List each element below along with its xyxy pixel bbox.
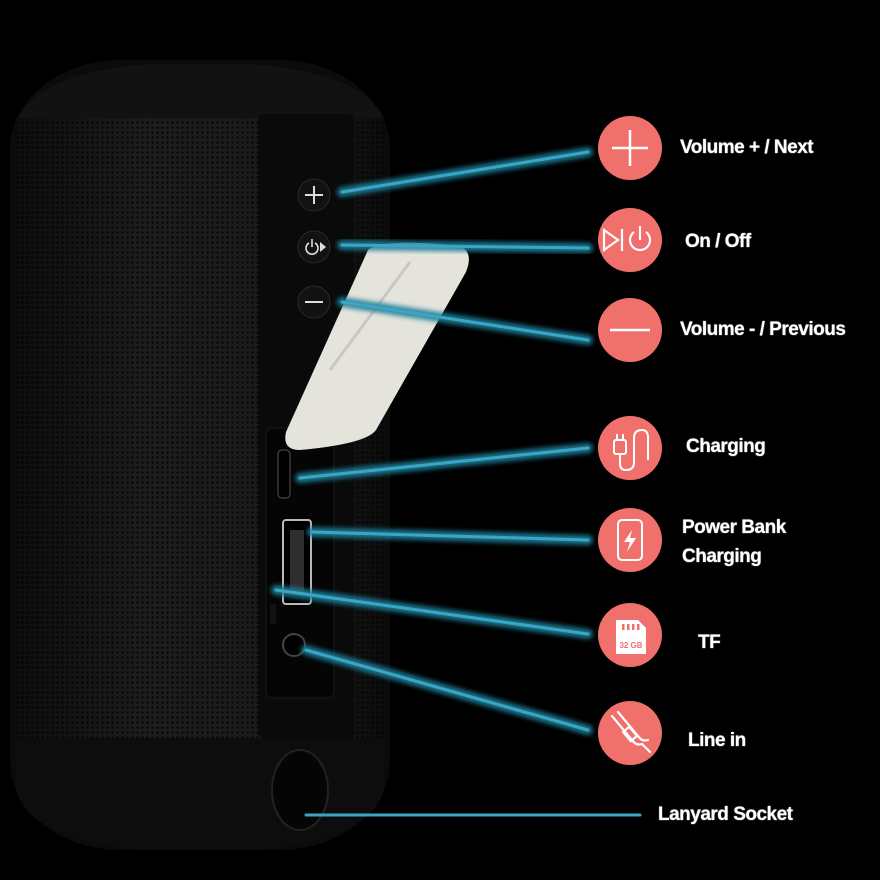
label-on-off: On / Off — [685, 231, 751, 252]
speaker-volume-down-button[interactable] — [297, 285, 331, 319]
feature-power-bank-circle — [598, 508, 662, 572]
feature-power-circle — [598, 208, 662, 272]
feature-volume-up-circle — [598, 116, 662, 180]
label-volume-up-next: Volume + / Next — [680, 137, 814, 158]
charging-cable-icon — [613, 428, 649, 472]
phone-charge-icon — [617, 519, 643, 561]
feature-tf-circle: 32 GB — [598, 603, 662, 667]
speaker-volume-up-button[interactable] — [297, 178, 331, 212]
feature-line-in-circle — [598, 701, 662, 765]
label-power-bank-line1: Power Bank — [682, 517, 786, 538]
aux-cable-icon — [610, 710, 652, 754]
feature-volume-down-circle — [598, 298, 662, 362]
plus-icon — [612, 130, 648, 166]
label-lanyard-socket: Lanyard Socket — [658, 804, 793, 825]
label-line-in: Line in — [688, 730, 746, 751]
leader-lines — [271, 147, 645, 820]
micro-usb-port — [277, 449, 291, 499]
aux-port — [282, 633, 306, 657]
port-cover-flap — [285, 242, 469, 450]
play-power-icon — [602, 226, 652, 253]
feature-charging-circle — [598, 416, 662, 480]
label-volume-down-previous: Volume - / Previous — [680, 319, 846, 340]
sd-card-text: 32 GB — [619, 641, 642, 650]
tf-card-slot — [270, 604, 276, 624]
sd-card-icon: 32 GB — [616, 620, 646, 654]
label-charging: Charging — [686, 436, 766, 457]
speaker-power-button[interactable] — [297, 230, 331, 264]
speaker-body — [10, 60, 390, 850]
label-power-bank-line2: Charging — [682, 546, 762, 567]
label-tf: TF — [698, 632, 721, 653]
usb-port — [282, 519, 312, 605]
